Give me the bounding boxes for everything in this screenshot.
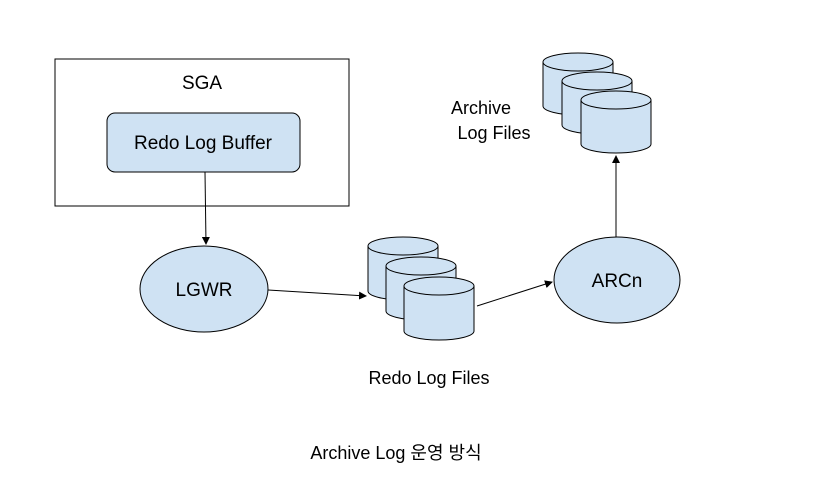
redo-cylinder-3 (403, 276, 475, 341)
archive-log-files-icon (542, 52, 652, 154)
redo-log-files-label: Redo Log Files (368, 368, 489, 388)
redo-log-files-icon (367, 236, 475, 341)
redo-log-buffer-node: Redo Log Buffer (106, 112, 301, 173)
archive-log-files-label-line1: Archive (451, 98, 511, 118)
arcn-node: ARCn (553, 236, 681, 324)
sga-label: SGA (182, 73, 222, 94)
archive-log-files-label-line2: Log Files (457, 123, 530, 143)
lgwr-label: LGWR (176, 280, 233, 301)
diagram-caption: Archive Log 운영 방식 (310, 443, 481, 463)
arrow-redo-files-to-arcn (476, 280, 553, 307)
arrow-buffer-to-lgwr (201, 171, 210, 245)
redo-log-buffer-label: Redo Log Buffer (134, 133, 273, 154)
lgwr-node: LGWR (139, 245, 269, 333)
arcn-label: ARCn (592, 271, 643, 292)
arrow-lgwr-to-redo-files (267, 289, 367, 300)
archive-cylinder-3 (580, 90, 652, 154)
